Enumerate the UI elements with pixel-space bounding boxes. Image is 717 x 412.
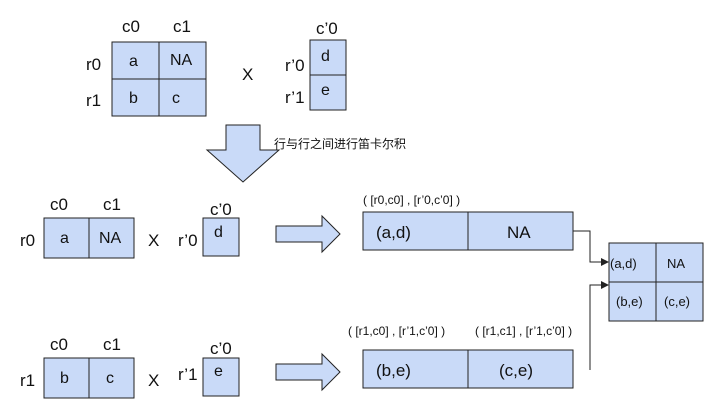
row1-col-header-c0: c0 <box>50 195 68 214</box>
row2-col-header-c0: c0 <box>50 335 68 354</box>
row1-right-cell <box>202 217 240 257</box>
row2-col-header-c1: c1 <box>103 335 121 354</box>
row2-cell-c: c <box>106 370 114 387</box>
top-right-col-header: c’0 <box>316 19 338 38</box>
row2-annotation-1: ( [r1,c1] , [r’1,c’0] ) <box>475 324 573 338</box>
top-cell-c: c <box>172 90 180 107</box>
down-arrow <box>205 124 281 183</box>
final-cell-ce: (c,e) <box>664 294 690 309</box>
row1-times-sign: X <box>148 231 160 250</box>
row1-result-cell-0: (a,d) <box>376 223 411 242</box>
top-row-header-r1: r1 <box>86 91 102 110</box>
top-cell-b: b <box>129 90 138 107</box>
row1-right-col-header: c’0 <box>210 200 232 219</box>
top-cell-na: NA <box>170 52 193 69</box>
row2-right-cell: e <box>214 363 223 380</box>
row2-times-sign: X <box>148 371 160 390</box>
row1-annotation: ( [r0,c0] , [r’0,c’0] ) <box>363 193 461 207</box>
final-cell-na: NA <box>667 256 686 271</box>
top-right-cell-d: d <box>321 48 330 65</box>
row2-right-row-header: r’1 <box>178 365 198 384</box>
row1-right-row-header: r’0 <box>178 231 198 250</box>
top-right-row-header-1: r’1 <box>285 88 305 107</box>
row1-cell-na: NA <box>99 230 122 247</box>
row1-right-cell: d <box>214 224 223 241</box>
final-cell-ad: (a,d) <box>610 256 637 271</box>
top-row-header-r0: r0 <box>86 55 102 74</box>
top-times-sign: X <box>242 65 254 84</box>
row2-right-cell <box>202 357 240 397</box>
row2-right-arrow <box>275 352 341 392</box>
row2-result-cell-1: (c,e) <box>499 361 533 380</box>
row1-cell-a: a <box>60 230 69 247</box>
top-right-row-header-0: r’0 <box>285 56 305 75</box>
row1-result-cell-1: NA <box>507 223 531 242</box>
row2-right-col-header: c’0 <box>210 339 232 358</box>
top-right-cell-e: e <box>321 82 330 99</box>
row1-row-header: r0 <box>20 231 36 250</box>
row1-col-header-c1: c1 <box>103 195 121 214</box>
row2-cell-b: b <box>60 370 69 387</box>
row1-right-arrow <box>275 214 341 254</box>
top-cell-a: a <box>129 53 138 70</box>
caption-text: 行与行之间进行笛卡尔积 <box>274 137 407 151</box>
row1-connector <box>573 230 601 263</box>
final-cell-be: (b,e) <box>616 294 643 309</box>
row2-connector <box>589 284 601 370</box>
row2-annotation-0: ( [r1,c0] , [r’1,c’0] ) <box>348 324 446 338</box>
row2-row-header: r1 <box>20 371 36 390</box>
row2-result-cell-0: (b,e) <box>376 361 411 380</box>
top-col-header-c1: c1 <box>173 17 191 36</box>
top-col-header-c0: c0 <box>122 17 140 36</box>
